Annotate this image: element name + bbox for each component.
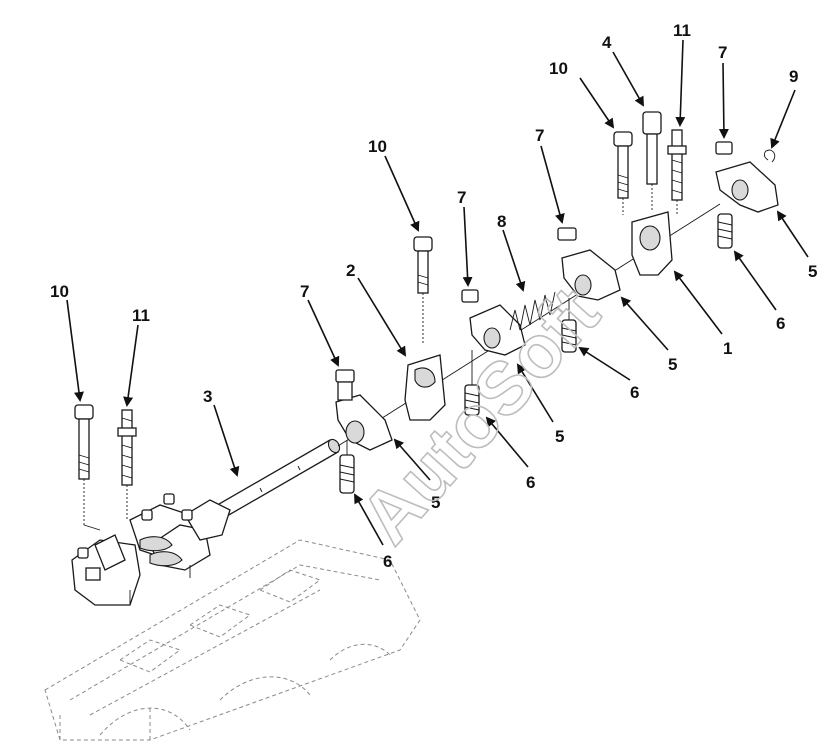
callout-6-d: 6 — [776, 314, 785, 333]
callout-5-d: 5 — [808, 262, 817, 281]
rocker-arm-c — [557, 227, 621, 353]
callout-5-b: 5 — [555, 427, 564, 446]
cylinder-head-outline — [44, 539, 421, 741]
rocker-arm-b — [461, 289, 526, 416]
callout-7-b: 7 — [457, 188, 466, 207]
pedestal-2 — [404, 236, 446, 421]
left-assembled-rocker-group — [71, 493, 231, 606]
callout-6-a: 6 — [383, 552, 392, 571]
rocker-arm-a — [335, 369, 393, 494]
callout-10-mid: 10 — [368, 137, 387, 156]
callout-10-left: 10 — [50, 282, 69, 301]
left-pedestal-stud — [117, 409, 137, 520]
pedestal-1 — [613, 111, 687, 276]
callout-1: 1 — [723, 339, 732, 358]
callout-labels: 10 11 3 7 5 6 2 10 7 8 5 6 7 5 6 10 4 11… — [50, 21, 817, 571]
callout-6-c: 6 — [630, 383, 639, 402]
callout-8: 8 — [497, 212, 506, 231]
callout-5-a: 5 — [431, 493, 440, 512]
callout-7-a: 7 — [300, 282, 309, 301]
callout-9: 9 — [789, 67, 798, 86]
leader-arrows — [66, 39, 809, 546]
left-pedestal-bolt — [74, 404, 101, 531]
rocker-arm-d — [715, 141, 779, 249]
callout-4: 4 — [602, 33, 612, 52]
callout-6-b: 6 — [526, 473, 535, 492]
callout-7-d: 7 — [718, 43, 727, 62]
callout-11-right: 11 — [673, 21, 691, 40]
callout-7-c: 7 — [535, 126, 544, 145]
callout-3: 3 — [203, 387, 212, 406]
callout-10-right: 10 — [549, 59, 568, 78]
shaft-spring — [509, 291, 556, 331]
callout-5-c: 5 — [668, 355, 677, 374]
callout-11-left: 11 — [132, 306, 150, 325]
callout-2: 2 — [346, 261, 355, 280]
